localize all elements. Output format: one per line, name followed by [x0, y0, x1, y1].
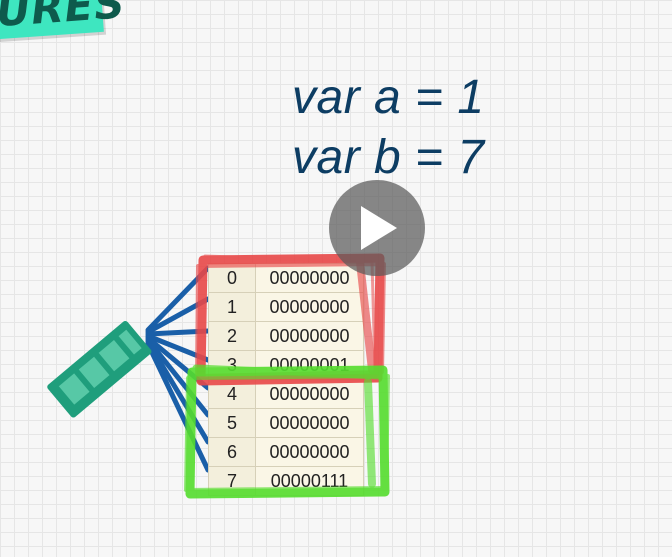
play-icon: [361, 206, 397, 250]
memory-value: 00000000: [255, 437, 364, 467]
memory-value: 00000000: [255, 379, 364, 409]
memory-address: 3: [208, 350, 256, 380]
ram-chip-icon: [47, 320, 152, 418]
memory-address: 2: [208, 321, 256, 351]
memory-value: 00000001: [255, 350, 364, 380]
memory-value: 00000111: [255, 466, 364, 496]
memory-value: 00000000: [255, 292, 364, 322]
code-block: var a = 1 var b = 7: [292, 68, 485, 188]
code-line-b: var b = 7: [292, 131, 485, 184]
memory-value: 00000000: [255, 408, 364, 438]
bus-lines: [145, 265, 211, 473]
memory-address: 5: [208, 408, 256, 438]
memory-address: 6: [208, 437, 256, 467]
code-line-a: var a = 1: [292, 71, 485, 124]
memory-value: 00000000: [255, 263, 364, 293]
play-button[interactable]: [329, 180, 425, 276]
memory-address: 7: [208, 466, 256, 496]
memory-value: 00000000: [255, 321, 364, 351]
memory-address: 4: [208, 379, 256, 409]
memory-address: 0: [208, 263, 256, 293]
memory-address: 1: [208, 292, 256, 322]
